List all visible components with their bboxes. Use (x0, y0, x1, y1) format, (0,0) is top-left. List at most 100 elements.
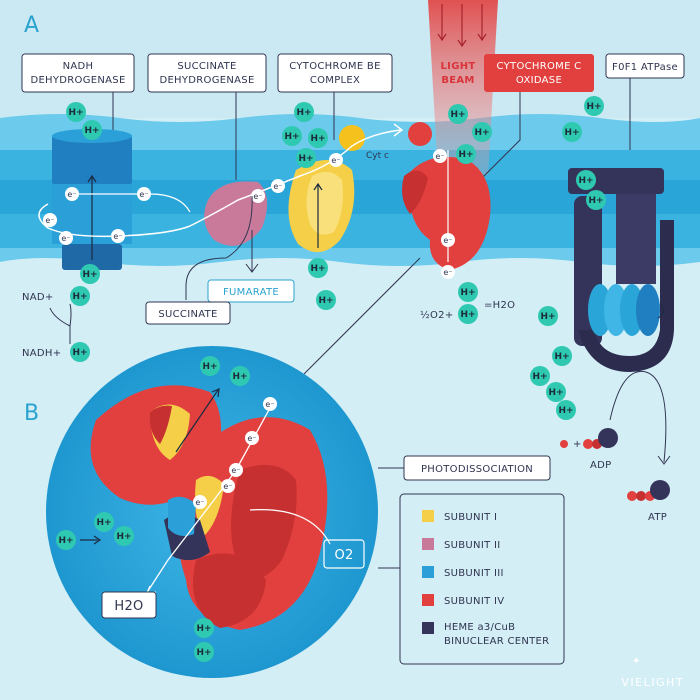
svg-text:H+: H+ (540, 312, 555, 322)
atpase-box: F0F1 ATPase (605, 53, 685, 79)
svg-text:H+: H+ (548, 388, 563, 398)
svg-text:H+: H+ (578, 176, 593, 186)
svg-text:H+: H+ (298, 154, 313, 164)
zoom-proton-in-arrowhead (93, 535, 102, 545)
atpase-label: F0F1 ATPase (612, 62, 678, 73)
proton: H+ (562, 122, 582, 142)
cco-connector (469, 92, 521, 191)
adp-label: ADP (590, 460, 611, 471)
panel-b-label: B (24, 401, 39, 426)
svg-text:H+: H+ (72, 292, 87, 302)
cytochrome-c-protein (339, 125, 365, 151)
proton: H+ (448, 104, 468, 124)
svg-text:H+: H+ (84, 126, 99, 136)
svg-text:H+: H+ (450, 110, 465, 120)
svg-text:H+: H+ (116, 532, 131, 542)
cytochrome-c-oxidase-complex (402, 122, 491, 270)
proton: H+ (282, 126, 302, 146)
proton: H+ (552, 346, 572, 366)
svg-text:H+: H+ (296, 108, 311, 118)
nad-arrow (49, 307, 71, 327)
proton: H+ (546, 382, 566, 402)
water-reaction-label: ½O2+ (420, 309, 454, 321)
svg-text:H+: H+ (554, 352, 569, 362)
cytochrome-bc-label-line2: COMPLEX (310, 75, 360, 86)
light-beam-line1: LIGHT (441, 61, 476, 72)
cytc-label: Cyt c (366, 151, 389, 161)
proton: H+ (458, 304, 478, 324)
proton: H+ (308, 258, 328, 278)
nadh-label-line2: DEHYDROGENASE (30, 75, 125, 86)
nadh-arrow (69, 303, 72, 327)
electron-label: e⁻ (443, 236, 452, 245)
succinate-dehydrogenase-box: SUCCINATE DEHYDROGENASE (147, 53, 267, 93)
proton: H+ (200, 356, 220, 376)
svg-text:H+: H+ (72, 348, 87, 358)
electron-label: e⁻ (113, 232, 122, 241)
proton: H+ (458, 282, 478, 302)
svg-text:H+: H+ (458, 150, 473, 160)
svg-text:H+: H+ (68, 108, 83, 118)
legend-swatch-subunit-i (422, 510, 434, 522)
zoomed-oxidase (90, 385, 328, 630)
proton: H+ (586, 190, 606, 210)
water-result-label: =H2O (484, 300, 515, 311)
legend-label-subunit-iv: SUBUNIT IV (444, 596, 504, 607)
svg-text:H+: H+ (202, 362, 217, 372)
h2o-label: H2O (114, 599, 143, 614)
proton: H+ (194, 618, 214, 638)
cytochrome-bc-complex (288, 160, 355, 253)
protons: H+ H+ H+ H+ H+ H+ H+ H+ H+ H+ H+ H+ H+ H… (66, 96, 606, 420)
proton: H+ (66, 102, 86, 122)
svg-text:H+: H+ (474, 128, 489, 138)
proton: H+ (114, 526, 134, 546)
succinate-box: SUCCINATE (145, 301, 231, 325)
zoom-connector-line (303, 257, 421, 375)
atp-label: ATP (648, 512, 667, 523)
zoom-proton-arrowhead (211, 388, 220, 398)
electron-path (38, 129, 401, 238)
panel-a-label: A (24, 13, 39, 38)
electron-label: e⁻ (45, 216, 54, 225)
svg-text:H+: H+ (96, 518, 111, 528)
svg-text:H+: H+ (196, 648, 211, 658)
zoom-proton-arrow (175, 389, 219, 453)
electron-particles: e⁻ e⁻ e⁻ e⁻ e⁻ e⁻ e⁻ e⁻ e⁻ e⁻ e⁻ (43, 149, 455, 279)
svg-text:H+: H+ (82, 270, 97, 280)
proton: H+ (308, 128, 328, 148)
fumarate-box: FUMARATE (207, 279, 295, 303)
legend-swatch-subunit-ii (422, 538, 434, 550)
legend-label-subunit-ii: SUBUNIT II (444, 540, 500, 551)
adp-atp-arrowhead (657, 455, 671, 465)
zoom-protons: H+ H+ H+ H+ H+ H+ H+ (56, 356, 250, 662)
atp-synthase (568, 168, 674, 372)
proton: H+ (530, 366, 550, 386)
proton: H+ (472, 122, 492, 142)
svg-text:H+: H+ (588, 196, 603, 206)
proton: H+ (316, 290, 336, 310)
light-beam-label: LIGHT BEAM (441, 61, 476, 86)
legend-swatch-subunit-iv (422, 594, 434, 606)
svg-text:H+: H+ (310, 264, 325, 274)
legend-swatch-subunit-iii (422, 566, 434, 578)
proton: H+ (94, 512, 114, 532)
legend-label-heme: HEME a3/CuB (444, 622, 515, 633)
proton: H+ (584, 96, 604, 116)
proton: H+ (538, 306, 558, 326)
brand-star-icon: ✦ (632, 656, 641, 667)
svg-text:H+: H+ (310, 134, 325, 144)
photodissociation-box: PHOTODISSOCIATION (403, 455, 551, 481)
proton: H+ (296, 148, 316, 168)
proton: H+ (56, 530, 76, 550)
electron-label: e⁻ (195, 498, 204, 507)
nadh-dehydrogenase-box: NADH DEHYDROGENASE (21, 53, 135, 93)
electron-label: e⁻ (273, 182, 282, 191)
nadh-reactant-label: NADH+ (22, 348, 61, 359)
cco-label-line1: CYTOCHROME C (497, 61, 582, 72)
o2-box: O2 (323, 539, 365, 569)
svg-text:H+: H+ (318, 296, 333, 306)
plus-sign: + (573, 439, 581, 450)
svg-text:H+: H+ (232, 372, 247, 382)
h2o-box: H2O (101, 591, 157, 619)
